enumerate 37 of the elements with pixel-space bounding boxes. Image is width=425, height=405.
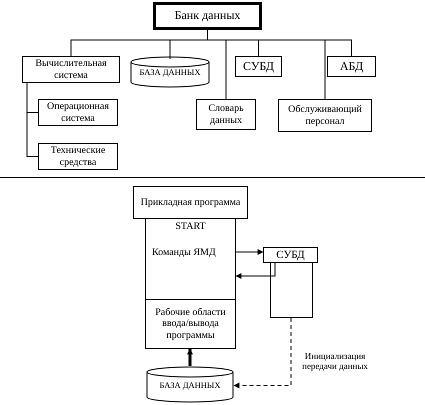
arrow — [236, 249, 264, 255]
node-label: БАЗА ДАННЫХ — [158, 380, 222, 390]
node-box — [145, 299, 236, 349]
database-cylinder — [130, 56, 210, 88]
connector-line — [207, 30, 326, 100]
arrow — [235, 262, 276, 279]
node-label: АБД — [338, 60, 364, 74]
start-label: START — [175, 221, 206, 232]
node-label: СУБД — [242, 60, 275, 74]
node-label: Технические средства — [50, 145, 106, 168]
node-box — [196, 99, 256, 130]
arrow — [233, 318, 292, 388]
node-box — [133, 186, 248, 219]
node-label: Команды ЯМД — [152, 246, 216, 258]
empty-box — [270, 262, 313, 318]
node-label: Прикладная программа — [140, 196, 242, 208]
node-label: СУБД — [275, 248, 306, 262]
node-label: Словарь данных — [207, 103, 245, 126]
database-cylinder — [146, 366, 234, 403]
node-label: Вычислительная система — [34, 58, 108, 81]
node-box — [263, 247, 318, 263]
connector-line — [26, 82, 38, 157]
node-box — [327, 56, 376, 77]
node-box — [22, 56, 120, 83]
node-box — [235, 56, 282, 77]
node-label: БАЗА ДАННЫХ — [138, 67, 202, 77]
node-label: Банк данных — [174, 9, 242, 23]
node-box — [153, 2, 262, 30]
program-block — [145, 218, 236, 300]
edge-label: Инициализация передачи данных — [301, 351, 369, 372]
node-label: Обслуживающий персонал — [287, 104, 363, 127]
node-label: Рабочие области ввода/вывода программы — [154, 306, 227, 342]
node-box — [278, 99, 372, 132]
node-label: Операционная система — [46, 101, 110, 124]
node-box — [38, 143, 118, 170]
arrow — [187, 348, 193, 366]
node-box — [38, 99, 118, 126]
